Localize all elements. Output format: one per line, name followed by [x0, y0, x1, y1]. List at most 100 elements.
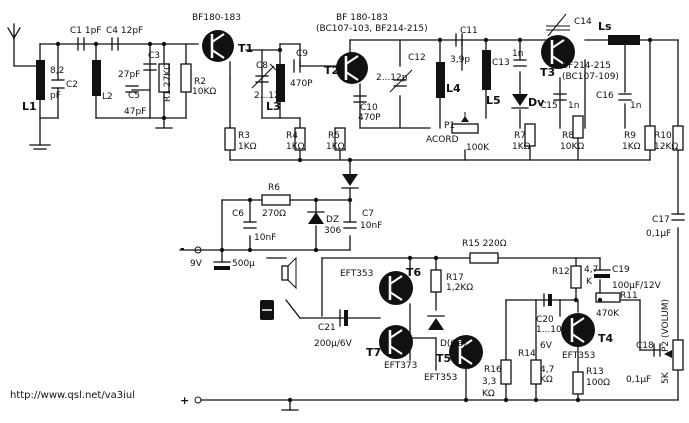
- capacitor-c15: [553, 93, 567, 101]
- label-r5: R5: [328, 131, 340, 141]
- label-r5-value: 1KΩ: [326, 142, 345, 152]
- label-r14: R14: [518, 349, 536, 359]
- label-r13-value: 100Ω: [586, 378, 610, 388]
- diode-d: [341, 174, 359, 189]
- label-c5-value: 47pF: [124, 107, 146, 117]
- resistor-r15: [469, 252, 499, 264]
- label-c17: C17: [652, 215, 670, 225]
- label-t6-type: EFT353: [340, 269, 373, 279]
- label-supply-voltage: 9V: [190, 259, 203, 269]
- label-l2: L2: [102, 92, 113, 102]
- label-r6-value: 270Ω: [262, 209, 286, 219]
- label-c5: C5: [128, 91, 140, 101]
- label-dz-value: 306: [324, 226, 341, 236]
- resistor-r14: [530, 359, 542, 385]
- label-c14: C14: [574, 17, 592, 27]
- label-t2-alt: (BC107-103, BF214-215): [316, 24, 428, 34]
- label-r8-value: 10KΩ: [560, 142, 584, 152]
- label-r3-value: 1KΩ: [238, 142, 257, 152]
- label-r13: R13: [586, 367, 604, 377]
- resistor-r7: [524, 123, 536, 147]
- inductor-l1: [36, 60, 45, 100]
- junction-dots: [55, 37, 653, 403]
- label-r8: R8: [562, 131, 574, 141]
- label-p1-value: 100K: [466, 143, 490, 153]
- resistor-r12: [570, 265, 582, 289]
- label-p1: P1: [444, 121, 455, 131]
- label-c19: C19: [612, 265, 630, 275]
- label-t3-alt: (BC107-109): [562, 72, 619, 82]
- label-c3-value: 27pF: [118, 70, 140, 80]
- inductor-ls: [608, 35, 640, 45]
- transistor-t4: [561, 313, 595, 347]
- label-dge: D(Ge): [440, 339, 466, 349]
- capacitor-c1: [77, 37, 85, 51]
- zener-diode-dz: [307, 211, 325, 224]
- inductor-l3: [276, 64, 285, 102]
- transistor-t5: [449, 335, 483, 369]
- label-c18-value: 0,1µF: [626, 375, 651, 385]
- label-c8: C8: [256, 61, 268, 71]
- label-dv: Dv: [528, 96, 545, 109]
- label-c2: C2: [66, 80, 78, 90]
- resistor-r5: [334, 127, 346, 151]
- label-l5: L5: [486, 94, 501, 107]
- label-r9-value: 1KΩ: [622, 142, 641, 152]
- label-r11: R11: [620, 291, 638, 301]
- label-r4: R4: [286, 131, 298, 141]
- resistor-r1: [158, 63, 170, 93]
- label-c6: C6: [232, 209, 244, 219]
- resistor-r11: [595, 292, 621, 303]
- speaker-symbol: [281, 256, 297, 290]
- label-c8-value: 2...12: [254, 91, 280, 101]
- capacitor-c11: [455, 33, 463, 47]
- label-t2: T2: [324, 64, 339, 77]
- label-r12: R12: [552, 267, 570, 277]
- label-t7: T7: [366, 346, 381, 359]
- label-c20: C20: [536, 315, 554, 325]
- label-t1-type: BF180-183: [192, 13, 241, 23]
- label-minus: -: [180, 242, 185, 255]
- label-c13-value: 1n: [512, 49, 523, 59]
- inductor-l2: [92, 60, 101, 96]
- label-c15: C15: [540, 101, 558, 111]
- capacitor-c21: [339, 309, 348, 327]
- label-r14-value: 4,7: [540, 365, 554, 375]
- label-t4: T4: [598, 332, 614, 345]
- capacitor-c19: [593, 269, 611, 278]
- label-t5: T5: [436, 352, 451, 365]
- label-c20-voltage: 6V: [540, 341, 553, 351]
- label-t2-type: BF 180-183: [336, 13, 388, 23]
- label-t5-type: EFT353: [424, 373, 457, 383]
- transistor-t1: [202, 30, 234, 62]
- potentiometer-p1: [451, 112, 479, 134]
- label-p1-name: ACORD: [426, 135, 459, 145]
- label-r9: R9: [624, 131, 636, 141]
- capacitor-c9: [293, 59, 301, 73]
- label-c18: C18: [636, 341, 654, 351]
- resistor-r3: [224, 127, 236, 151]
- label-c9-value: 470P: [290, 79, 313, 89]
- label-c1: C1 1pF: [70, 26, 102, 36]
- label-r11-value: 470K: [596, 309, 620, 319]
- label-p2-value: 5K: [661, 371, 671, 384]
- resistor-r10: [672, 125, 684, 151]
- capacitor-c20: [543, 293, 552, 307]
- capacitor-c6: [243, 221, 257, 229]
- label-dz: DZ: [326, 215, 339, 225]
- label-r10: R10: [654, 131, 672, 141]
- label-c4: C4 12pF: [106, 26, 143, 36]
- capacitor-c16: [618, 93, 632, 101]
- label-c21-value: 200µ/6V: [314, 339, 353, 349]
- label-r10-value: 12KΩ: [654, 142, 678, 152]
- switch-symbol: [260, 300, 274, 320]
- label-r15: R15 220Ω: [462, 239, 507, 249]
- label-r2-value: 10KΩ: [192, 87, 216, 97]
- inductor-l5: [482, 50, 491, 90]
- label-c20-value: 1...10µ: [536, 325, 568, 335]
- label-r16-unit: KΩ: [482, 389, 495, 399]
- label-r7: R7: [514, 131, 526, 141]
- source-url-text: http://www.qsl.net/va3iul: [10, 390, 135, 401]
